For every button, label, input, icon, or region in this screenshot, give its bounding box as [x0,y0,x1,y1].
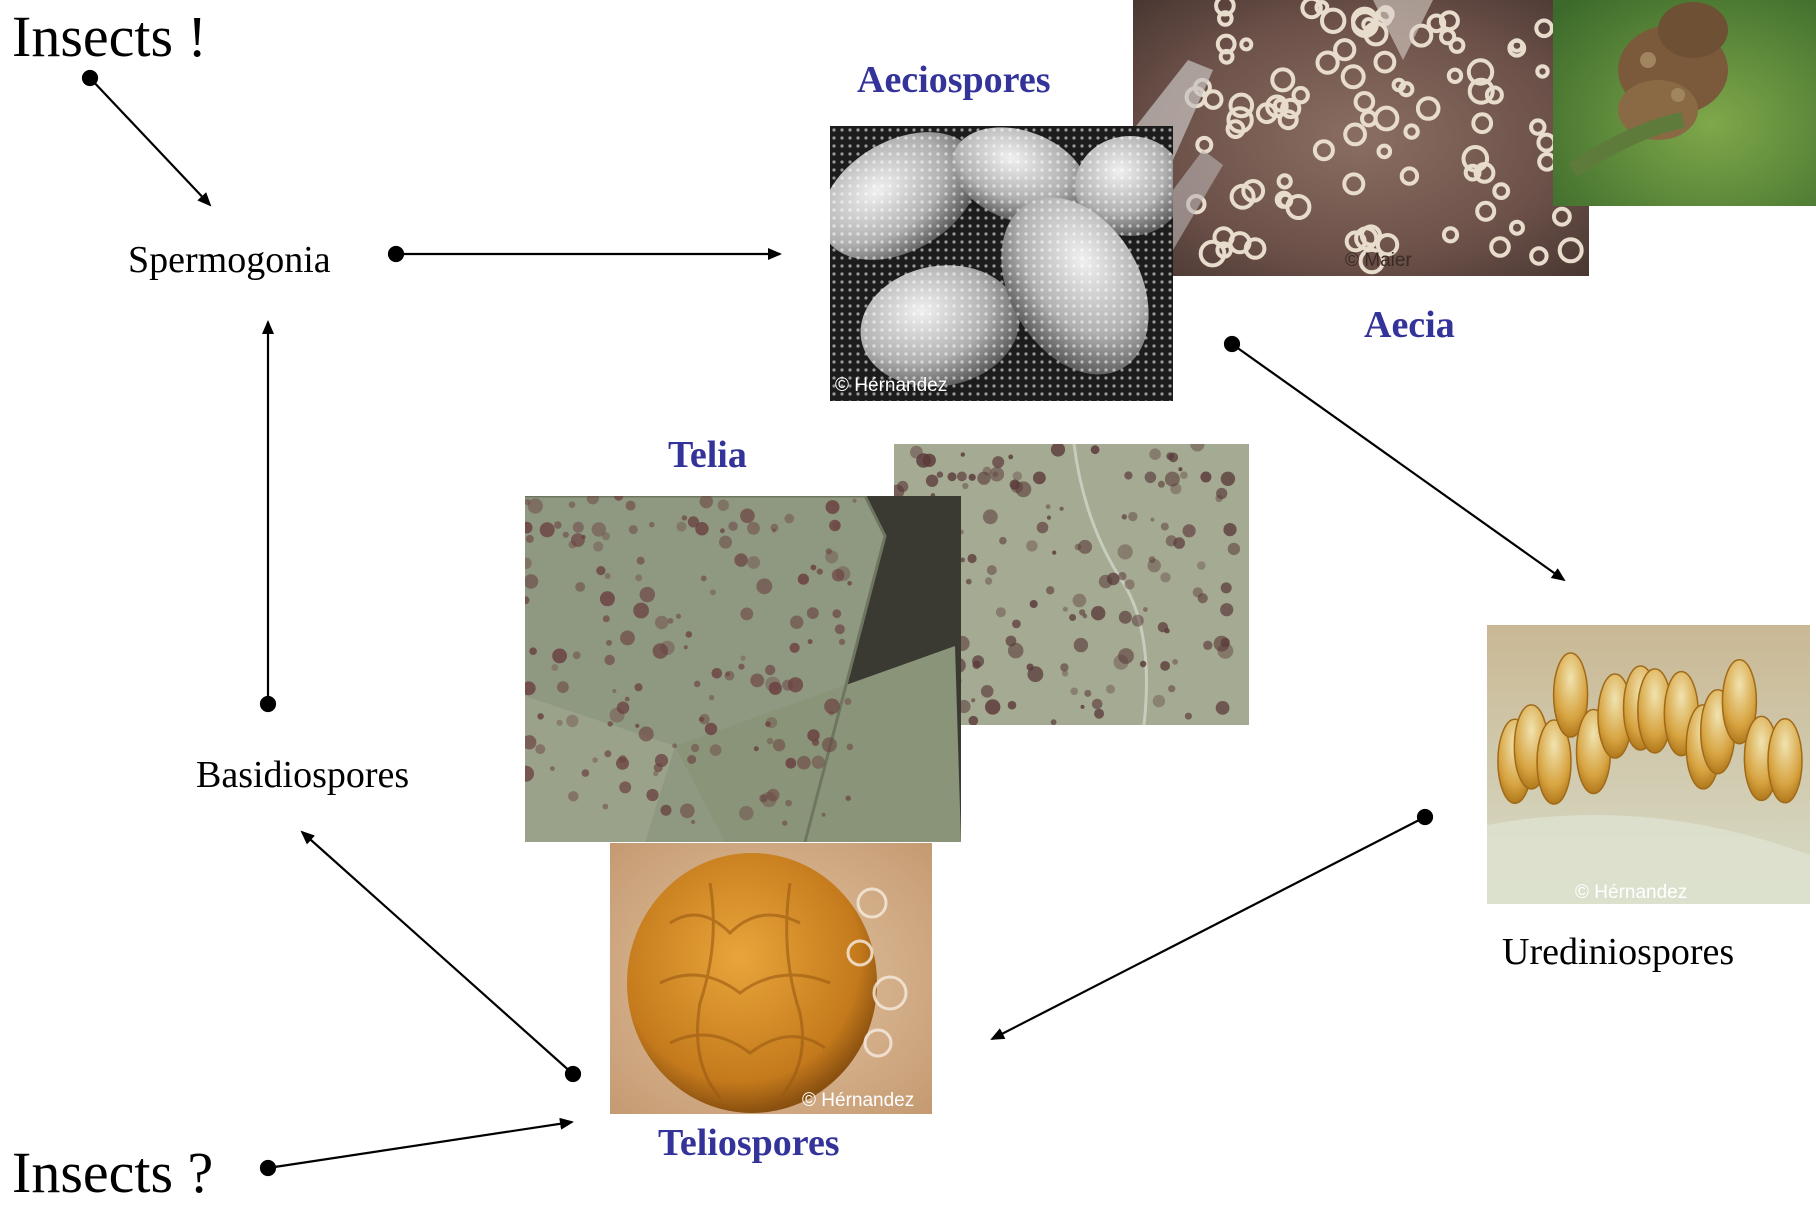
aeciospores-label: Aeciospores [857,61,1051,99]
insects-bottom-label: Insects ? [12,1144,213,1202]
urediniospores-label: Urediniospores [1502,933,1734,971]
aecia-label: Aecia [1364,306,1455,344]
teliospores-label: Teliospores [658,1124,840,1162]
arrow-insects-to-teliospores [268,1122,572,1168]
arrow-urediniospores-to-teliospores [992,817,1425,1039]
arrow-teliospores-to-basidiospores [302,832,573,1074]
telia-label: Telia [668,436,747,474]
insects-top-label: Insects ! [12,8,207,66]
spermogonia-label: Spermogonia [128,241,331,279]
arrow-insects-to-spermogonia [90,78,210,205]
arrow-aecia-to-urediniospores [1232,344,1564,580]
basidiospores-label: Basidiospores [196,756,409,794]
